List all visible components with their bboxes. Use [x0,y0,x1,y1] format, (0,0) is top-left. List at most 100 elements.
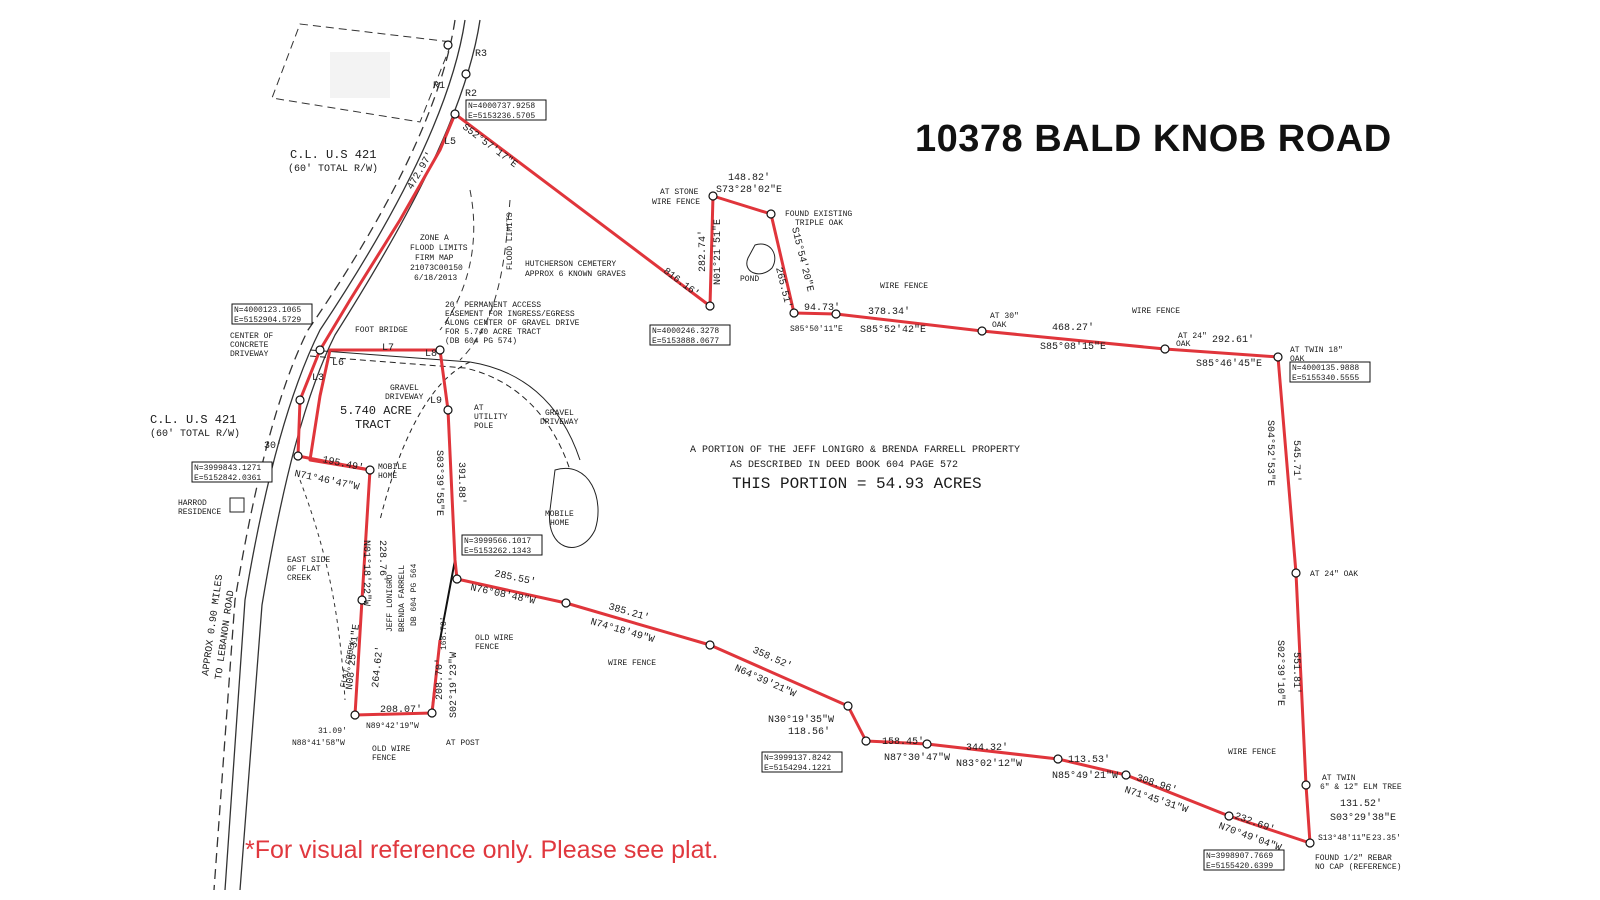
oak-label: AT 30" [990,312,1019,321]
line-label: L3 [312,373,324,384]
call-distance: 31.09' [318,727,347,736]
call-bearing: N88°41'58"W [292,739,345,748]
call-distance: 113.53' [1068,754,1110,766]
creek-label: OF FLAT [287,565,321,574]
call-distance: 208.70' [434,658,446,700]
call-distance: 282.74' [697,230,709,272]
call-bearing: S15°54'20"E [788,226,816,293]
elm-label: AT TWIN [1322,774,1356,783]
concrete-drive-label: DRIVEWAY [230,350,269,359]
old-wire-fence-label: FENCE [475,643,499,652]
page-title: 10378 BALD KNOB ROAD [915,118,1392,160]
line-label: L6 [332,358,344,369]
owner-label: JEFF LONIGRO [386,574,395,632]
pond-shape [746,243,776,275]
mobile-home-label: MOBILE [545,510,574,519]
rebar-label: NO CAP (REFERENCE) [1315,863,1401,872]
harrod-residence-shape [229,497,245,513]
mobile-home-label: HOME [550,519,569,528]
old-wire-fence-label: OLD WIRE [372,745,411,754]
oak-label: OAK [1290,355,1305,364]
coord-text: E=5152904.5729 [234,316,301,325]
call-distance: 358.52' [750,645,793,673]
call-distance: 94.73' [804,302,840,314]
call-distance: 265.51' [772,266,794,310]
oak-label: AT TWIN 18" [1290,346,1343,355]
old-wire-fence-label: OLD WIRE [475,634,514,643]
tract-label: 5.740 ACRE [340,404,412,418]
call-bearing: S85°46'45"E [1196,358,1262,370]
owner-label: DB 604 PG 564 [410,563,419,626]
flood-label: 6/18/2013 [414,274,457,283]
call-bearing: S85°52'42"E [860,324,926,336]
gravel-drive-label: GRAVEL [545,409,574,418]
call-bearing: N85°49'21"W [1052,770,1118,782]
flood-label: ZONE A [420,234,449,243]
utility-pole-label: POLE [474,422,493,431]
utility-pole-label: UTILITY [474,413,508,422]
creek-label: EAST SIDE [287,556,330,565]
call-distance: 391.88' [455,462,467,504]
oak-label: OAK [1176,340,1191,349]
cemetery-label: APPROX 6 KNOWN GRAVES [525,270,626,279]
wire-fence-label: WIRE FENCE [1228,748,1276,757]
line-label: R1 [433,81,445,92]
coord-text: N=4000123.1065 [234,306,301,315]
call-bearing: S03°29'38"E [1330,812,1396,824]
call-bearing: S13°48'11"E [1318,834,1371,843]
call-distance: 378.34' [868,306,910,318]
line-label: L7 [382,343,394,354]
call-bearing: S52°57'17"E [460,122,520,171]
call-distance: 545.71' [1290,440,1302,482]
mobile-home-shape [549,467,599,548]
coord-text: N=3999566.1017 [464,537,531,546]
call-distance: 148.82' [728,172,770,184]
stone-label: WIRE FENCE [652,198,700,207]
oak-label: AT 24" [1178,332,1207,341]
harrod-label: RESIDENCE [178,508,221,517]
flat-creek [299,479,346,701]
call-distance: 292.61' [1212,334,1254,346]
call-bearing: S73°28'02"E [716,184,782,196]
acreage-label: THIS PORTION = 54.93 ACRES [732,475,982,493]
flood-label: FLOOD LIMITS [410,244,468,253]
coord-text: N=3999843.1271 [194,464,261,473]
road-row: (60' TOTAL R/W) [288,163,378,175]
rebar-label: FOUND 1/2" REBAR [1315,854,1392,863]
gravel-drive-label: GRAVEL [390,384,419,393]
call-bearing: N30°19'35"W [768,714,834,726]
call-distance: 285.55' [493,568,537,588]
pond-label: POND [740,275,759,284]
call-bearing: N83°02'12"W [956,758,1022,770]
creek-label: CREEK [287,574,311,583]
road-label: C.L. U.S 421 [150,413,236,427]
coord-text: N=3999137.8242 [764,754,831,763]
call-bearing: S02°39'10"E [1274,640,1286,706]
line-label: R3 [475,49,487,60]
gravel-drive-label: DRIVEWAY [385,393,424,402]
call-distance: 208.07' [380,704,422,716]
call-distance: 344.32' [966,742,1008,754]
road-label: C.L. U.S 421 [290,148,376,162]
coord-text: N=4000246.3278 [652,327,719,336]
call-distance: 195.49' [321,454,365,474]
stone-label: AT STONE [660,188,699,197]
call-bearing: N01°21'51"E [712,219,724,285]
flood-label: FIRM MAP [415,254,454,263]
coord-text: N=4000737.9258 [468,102,535,111]
call-bearing: N87°30'47"W [884,752,950,764]
coord-text: E=5153888.0677 [652,337,719,346]
call-bearing: S03°39'55"E [433,450,445,516]
coord-text: E=5153236.5705 [468,112,535,121]
triple-oak-label: FOUND EXISTING [785,210,852,219]
coord-text: N=3998907.7669 [1206,852,1273,861]
call-bearing: S85°50'11"E [790,325,843,334]
coordinate-boxes [191,99,1371,871]
tract-label: TRACT [355,418,391,432]
coord-text: E=5154294.1221 [764,764,831,773]
oak-label: OAK [992,321,1007,330]
corner-markers [293,40,1315,848]
call-distance: 264.62' [370,645,386,688]
call-distance: 158.45' [882,736,924,748]
